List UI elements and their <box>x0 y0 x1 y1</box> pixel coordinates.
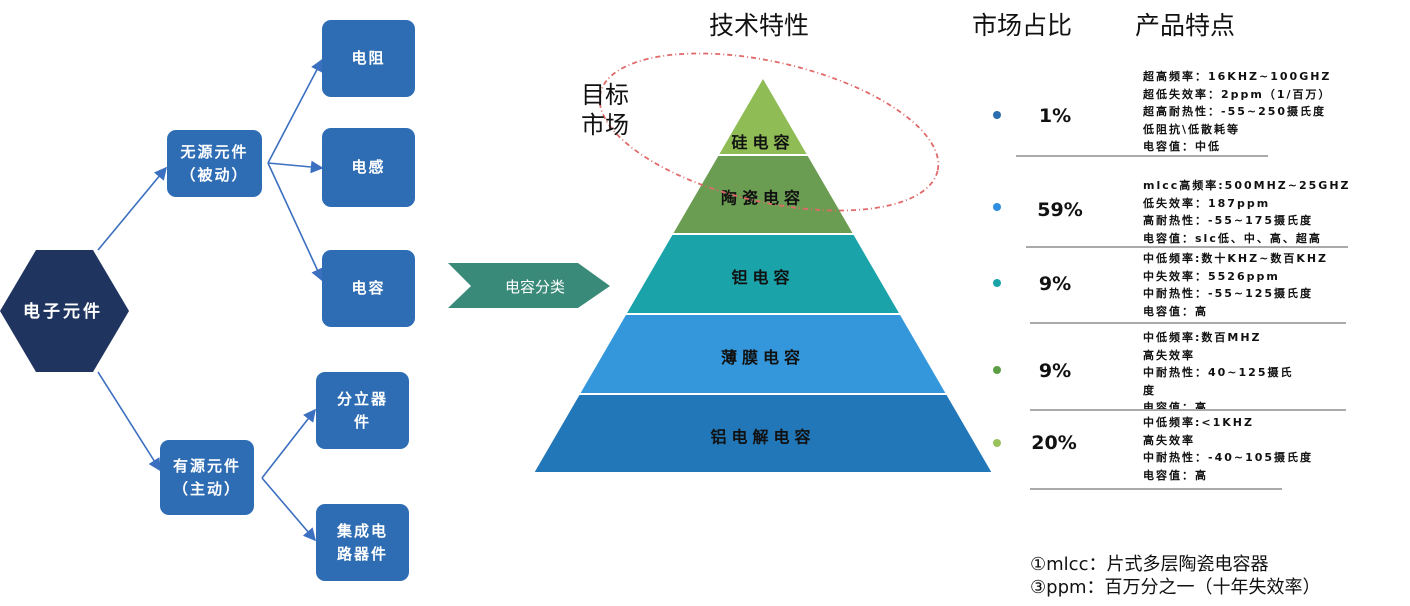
market-dot-aluminum <box>993 439 1001 447</box>
feature-line: 电容值：高 <box>1143 304 1208 318</box>
features-aluminum: 中低频率:<1KHZ 高失效率 中耐热性：-40~105摄氏度 电容值：高 <box>1143 414 1313 484</box>
header-market-share: 市场占比 <box>972 11 1073 40</box>
root-hexagon[interactable] <box>0 250 129 372</box>
target-market-ellipse <box>598 52 940 212</box>
feature-line: 电容值：高 <box>1143 401 1208 409</box>
header-product-features: 产品特点 <box>1135 11 1236 40</box>
inductor-box[interactable]: 电感 <box>322 128 415 207</box>
feature-line: 电容值：中低 <box>1143 140 1221 153</box>
feature-line: 中低频率:数十KHZ~数百KHZ <box>1143 252 1329 265</box>
feature-line: 中耐热性：-40~105摄氏度 <box>1143 451 1314 464</box>
classify-arrow <box>448 263 610 308</box>
divider <box>1030 409 1346 411</box>
market-share-tantalum: 9% <box>1038 273 1072 295</box>
features-ceramic: mlcc高频率:500MHZ~25GHZ 低失效率：187ppm 高耐热性：-5… <box>1143 177 1351 247</box>
divider <box>1030 322 1346 324</box>
capacitor-box[interactable]: 电容 <box>322 250 415 327</box>
pyramid-label-silicon: 硅电容 <box>731 133 794 152</box>
feature-line: 中失效率：5526ppm <box>1143 269 1280 283</box>
resistor-box[interactable]: 电阻 <box>322 20 415 97</box>
feature-line: 超高频率：16KHZ~100GHZ <box>1143 70 1332 83</box>
feature-line: 电容值：高 <box>1143 468 1208 482</box>
feature-line: 中低频率:数百MHZ <box>1143 331 1262 344</box>
feature-line: 低阻抗\低散耗等 <box>1143 122 1241 136</box>
footnote-mlcc: ①mlcc：片式多层陶瓷电容器 <box>1030 554 1269 575</box>
market-dot-tantalum <box>993 279 1001 287</box>
active-components-box[interactable]: 有源元件 （主动） <box>160 440 254 515</box>
tree-connectors <box>97 58 324 542</box>
target-market-label: 目标 市场 <box>581 81 629 139</box>
connector-passive-resistor <box>267 58 323 164</box>
connector-passive-capacitor <box>267 162 324 282</box>
market-share-film: 9% <box>1038 360 1072 382</box>
feature-line: mlcc高频率:500MHZ~25GHZ <box>1143 179 1351 192</box>
market-dot-ceramic <box>993 203 1001 211</box>
market-dot-silicon <box>993 111 1001 119</box>
passive-components-box[interactable]: 无源元件 （被动） <box>167 130 262 197</box>
features-film: 中低频率:数百MHZ 高失效率 中耐热性：40~125摄氏 度 电容值：高 <box>1143 329 1294 409</box>
pyramid-layer-aluminum[interactable] <box>531 393 995 474</box>
connector-root-active <box>97 371 161 472</box>
feature-line: 超低失效率：2ppm（1/百万） <box>1143 87 1332 101</box>
features-silicon: 超高频率：16KHZ~100GHZ 超低失效率：2ppm（1/百万） 超高耐热性… <box>1143 68 1332 156</box>
feature-line: 高失效率 <box>1143 348 1195 362</box>
market-dot-film <box>993 366 1001 374</box>
feature-line: 中耐热性：-55~125摄氏度 <box>1143 287 1314 300</box>
integrated-circuit-box[interactable]: 集成电 路器件 <box>316 504 409 581</box>
market-share-silicon: 1% <box>1038 105 1072 127</box>
features-tantalum: 中低频率:数十KHZ~数百KHZ 中失效率：5526ppm 中耐热性：-55~1… <box>1143 250 1328 320</box>
footnote-ppm: ③ppm：百万分之一（十年失效率） <box>1030 577 1321 598</box>
feature-line: 低失效率：187ppm <box>1143 196 1271 210</box>
feature-line: 中耐热性：40~125摄氏 <box>1143 366 1294 379</box>
feature-line: 超高耐热性：-55~250摄氏度 <box>1143 105 1327 118</box>
feature-line: 高失效率 <box>1143 433 1195 447</box>
pyramid-label-aluminum: 铝电解电容 <box>710 428 815 447</box>
market-share-aluminum: 20% <box>1031 432 1077 454</box>
connector-active-ic <box>261 477 317 542</box>
header-tech-characteristics: 技术特性 <box>709 11 810 40</box>
feature-line: 度 <box>1143 383 1156 397</box>
market-share-ceramic: 59% <box>1037 199 1083 221</box>
pyramid-label-tantalum: 钽电容 <box>731 268 794 287</box>
divider <box>1026 246 1348 248</box>
classify-arrow-label: 电容分类 <box>505 278 565 296</box>
divider <box>1016 155 1268 157</box>
connector-passive-inductor <box>267 160 324 174</box>
feature-line: 中低频率:<1KHZ <box>1143 416 1254 429</box>
pyramid-label-ceramic: 陶瓷电容 <box>721 189 805 208</box>
connector-active-discrete <box>261 408 316 479</box>
feature-line: 电容值：slc低、中、高、超高 <box>1143 231 1322 245</box>
feature-line: 高耐热性：-55~175摄氏度 <box>1143 214 1314 227</box>
root-label: 电子元件 <box>23 301 103 322</box>
discrete-device-box[interactable]: 分立器 件 <box>316 372 409 449</box>
connector-root-passive <box>97 166 168 251</box>
divider <box>1030 488 1282 490</box>
pyramid-label-film: 薄膜电容 <box>721 348 805 367</box>
